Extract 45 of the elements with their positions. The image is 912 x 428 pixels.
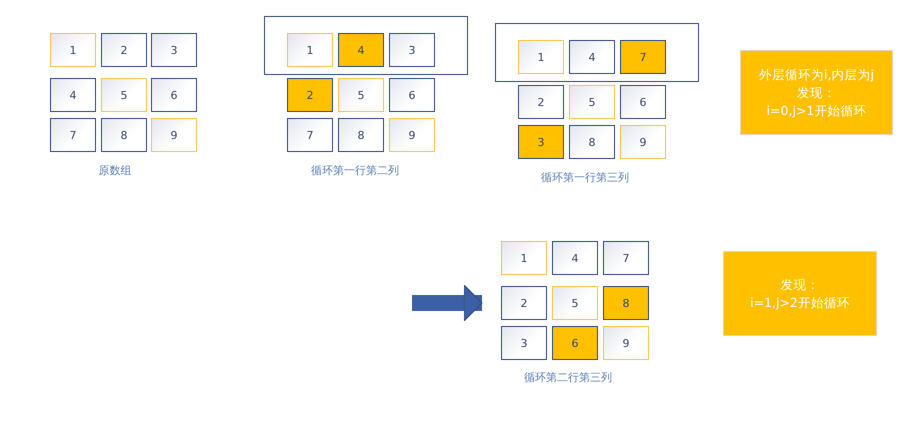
caption: 原数组	[98, 163, 132, 178]
array-cell: 9	[389, 118, 435, 152]
array-cell: 6	[389, 78, 435, 112]
array-cell: 7	[50, 118, 96, 152]
array-cell: 3	[501, 326, 547, 360]
array-cell: 4	[552, 241, 598, 275]
caption: 循环第二行第三列	[524, 370, 612, 385]
array-cell: 7	[287, 118, 333, 152]
array-cell: 4	[569, 40, 615, 74]
array-cell: 7	[603, 241, 649, 275]
row-highlight-frame	[264, 16, 468, 75]
caption: 循环第一行第三列	[541, 170, 629, 185]
array-cell: 2	[101, 33, 147, 67]
array-cell: 5	[552, 286, 598, 320]
array-cell: 2	[518, 85, 564, 119]
array-cell: 8	[338, 118, 384, 152]
array-cell: 8	[569, 125, 615, 159]
row-highlight-frame	[495, 23, 699, 82]
highlighted-cell: 8	[603, 286, 649, 320]
array-cell: 3	[389, 33, 435, 67]
array-cell: 6	[620, 85, 666, 119]
array-cell: 2	[501, 286, 547, 320]
array-cell: 1	[501, 241, 547, 275]
array-cell: 3	[151, 33, 197, 67]
array-cell: 1	[518, 40, 564, 74]
array-cell: 5	[101, 78, 147, 112]
array-cell: 5	[338, 78, 384, 112]
array-cell: 9	[620, 125, 666, 159]
array-cell: 1	[287, 33, 333, 67]
note-box: 发现： i=1,j>2开始循环	[723, 251, 877, 336]
array-cell: 4	[50, 78, 96, 112]
block-arrow	[412, 284, 482, 322]
array-cell: 9	[603, 326, 649, 360]
array-cell: 5	[569, 85, 615, 119]
array-cell: 8	[101, 118, 147, 152]
highlighted-cell: 4	[338, 33, 384, 67]
caption: 循环第一行第二列	[311, 163, 399, 178]
array-cell: 6	[151, 78, 197, 112]
highlighted-cell: 6	[552, 326, 598, 360]
note-box: 外层循环为i,内层为j 发现： i=0,j>1开始循环	[740, 50, 893, 135]
highlighted-cell: 2	[287, 78, 333, 112]
array-cell: 9	[151, 118, 197, 152]
highlighted-cell: 7	[620, 40, 666, 74]
highlighted-cell: 3	[518, 125, 564, 159]
array-cell: 1	[50, 33, 96, 67]
